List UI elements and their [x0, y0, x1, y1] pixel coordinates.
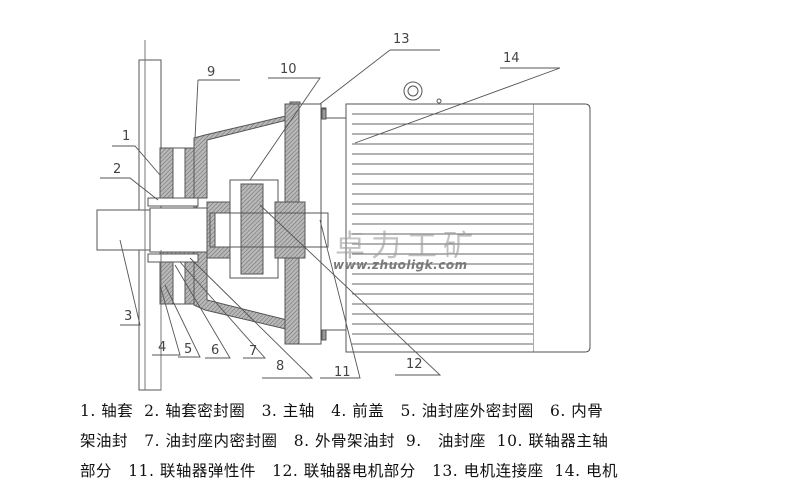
- callout-1: 1: [122, 129, 131, 144]
- callout-2: 2: [113, 162, 122, 177]
- callout-6: 6: [211, 343, 220, 358]
- watermark-url: www.zhuoligk.com: [333, 258, 468, 272]
- callout-9: 9: [207, 65, 216, 80]
- callout-7: 7: [249, 344, 258, 359]
- callout-10: 10: [280, 62, 297, 77]
- legend-line-1: 1. 轴套 2. 轴套密封圈 3. 主轴 4. 前盖 5. 油封座外密封圈 6.…: [80, 402, 604, 420]
- callout-8: 8: [276, 359, 285, 374]
- callout-11: 11: [334, 365, 351, 380]
- callout-12: 12: [406, 357, 423, 372]
- callout-3: 3: [124, 309, 133, 324]
- legend-line-3: 部分 11. 联轴器弹性件 12. 联轴器电机部分 13. 电机连接座 14. …: [80, 462, 619, 480]
- callout-14: 14: [503, 51, 520, 66]
- watermark-chinese: 卓力工矿: [335, 229, 479, 264]
- legend-line-2: 架油封 7. 油封座内密封圈 8. 外骨架油封 9. 油封座 10. 联轴器主轴: [80, 432, 609, 450]
- callout-4: 4: [158, 340, 167, 355]
- callout-13: 13: [393, 32, 410, 47]
- callout-5: 5: [184, 342, 193, 357]
- parts-legend: 1. 轴套 2. 轴套密封圈 3. 主轴 4. 前盖 5. 油封座外密封圈 6.…: [80, 396, 760, 486]
